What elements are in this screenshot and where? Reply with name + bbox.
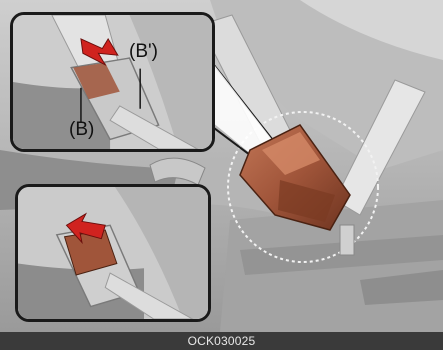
buckle-push-arrow-icon (18, 187, 208, 319)
figure-caption: OCK030025 (0, 332, 443, 350)
buckle-release-arrow-icon (13, 15, 212, 149)
inset-insert-detail (15, 184, 211, 322)
inset-release-detail (10, 12, 215, 152)
callout-b-prime: (B') (129, 41, 158, 62)
seat-belt-buckle-illustration (0, 0, 443, 332)
callout-b: (B) (69, 119, 95, 140)
